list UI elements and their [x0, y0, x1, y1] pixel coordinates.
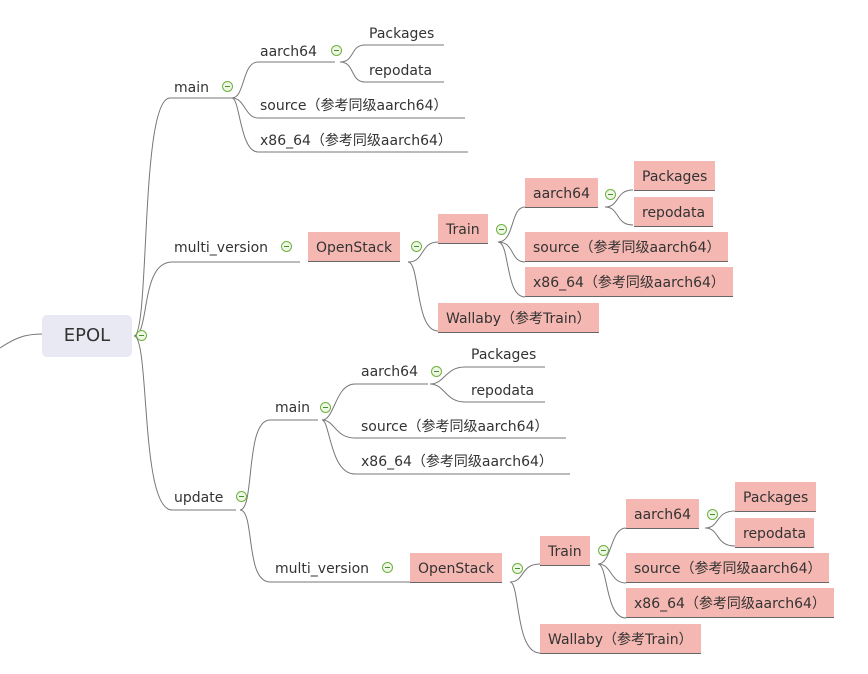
connector	[704, 527, 736, 547]
collapse-icon[interactable]	[496, 224, 507, 235]
node-update[interactable]: update	[174, 490, 224, 506]
connector	[339, 61, 444, 83]
node-main-source[interactable]: source（参考同级aarch64）	[260, 98, 448, 114]
connector	[339, 44, 444, 63]
connector	[321, 383, 428, 421]
node-up-packages[interactable]: Packages	[471, 347, 537, 363]
node-up-openstack[interactable]: OpenStack	[410, 553, 503, 583]
connector	[231, 97, 468, 153]
collapse-icon[interactable]	[331, 45, 342, 56]
root-node[interactable]: EPOL	[42, 315, 132, 357]
connector	[239, 509, 410, 583]
collapse-icon[interactable]	[236, 491, 247, 502]
node-up-repodata[interactable]: repodata	[735, 518, 815, 548]
collapse-icon[interactable]	[707, 509, 718, 520]
collapse-icon[interactable]	[222, 81, 233, 92]
node-up-train[interactable]: Train	[540, 536, 590, 566]
connector	[429, 366, 545, 385]
node-main[interactable]: main	[174, 80, 209, 96]
node-main-x86[interactable]: x86_64（参考同级aarch64）	[260, 133, 452, 149]
collapse-icon[interactable]	[382, 562, 393, 573]
connector	[604, 206, 634, 226]
collapse-icon[interactable]	[136, 330, 147, 341]
connector	[509, 581, 541, 654]
connector	[407, 241, 439, 263]
node-main-repodata[interactable]: repodata	[369, 63, 433, 79]
connector	[429, 383, 545, 403]
node-mv-packages[interactable]: Packages	[634, 161, 716, 191]
connector	[321, 419, 566, 439]
connector	[133, 97, 235, 337]
node-multi-version[interactable]: multi_version	[174, 240, 269, 256]
connector	[231, 97, 465, 119]
connector	[321, 419, 570, 475]
node-mv-x86[interactable]: x86_64（参考同级aarch64）	[525, 267, 733, 297]
connector	[497, 241, 526, 298]
connector	[407, 261, 439, 332]
connector	[497, 206, 526, 243]
node-mv-openstack[interactable]: OpenStack	[308, 232, 401, 262]
node-up-source[interactable]: source（参考同级aarch64）	[361, 419, 549, 435]
node-up-x86[interactable]: x86_64（参考同级aarch64）	[361, 454, 553, 470]
connector	[133, 261, 300, 337]
connector	[239, 419, 318, 511]
node-main-aarch64[interactable]: aarch64	[260, 44, 317, 60]
node-mv-wallaby[interactable]: Wallaby（参考Train）	[438, 303, 599, 333]
node-up-train-aarch64[interactable]: aarch64	[626, 499, 699, 529]
node-up-main[interactable]: main	[275, 400, 310, 416]
node-main-packages[interactable]: Packages	[369, 26, 435, 42]
node-up-source[interactable]: source（参考同级aarch64）	[626, 553, 830, 583]
node-up-aarch64[interactable]: aarch64	[361, 364, 418, 380]
connector	[509, 563, 541, 583]
node-mv-train-aarch64[interactable]: aarch64	[525, 178, 598, 208]
collapse-icon[interactable]	[605, 189, 616, 200]
connector	[704, 510, 736, 529]
node-up-multi-version[interactable]: multi_version	[275, 561, 370, 577]
connector	[133, 335, 236, 511]
collapse-icon[interactable]	[598, 545, 609, 556]
node-mv-source[interactable]: source（参考同级aarch64）	[525, 232, 729, 262]
collapse-icon[interactable]	[281, 241, 292, 252]
connector	[597, 563, 627, 619]
node-up-packages[interactable]: Packages	[735, 482, 817, 512]
collapse-icon[interactable]	[512, 563, 523, 574]
node-mv-train[interactable]: Train	[438, 214, 488, 244]
node-up-repodata[interactable]: repodata	[471, 383, 535, 399]
connector	[597, 563, 627, 584]
collapse-icon[interactable]	[431, 366, 442, 377]
node-up-x86[interactable]: x86_64（参考同级aarch64）	[626, 588, 834, 618]
connector	[497, 241, 526, 263]
node-up-wallaby[interactable]: Wallaby（参考Train）	[540, 624, 701, 654]
collapse-icon[interactable]	[411, 241, 422, 252]
connector	[604, 189, 634, 208]
connector	[231, 61, 335, 99]
connector	[0, 333, 43, 349]
collapse-icon[interactable]	[320, 402, 331, 413]
node-mv-repodata[interactable]: repodata	[634, 197, 714, 227]
connector	[597, 527, 627, 565]
